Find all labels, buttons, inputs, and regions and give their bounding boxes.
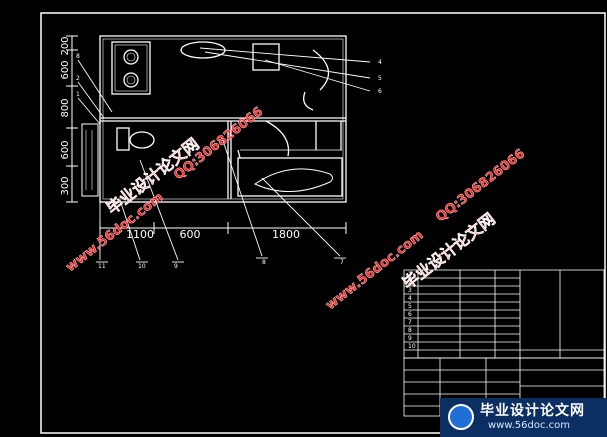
bathtub [237, 157, 343, 197]
callout-2: 2 [76, 75, 80, 82]
site-banner[interactable]: 毕业设计论文网 www.56doc.com [440, 398, 607, 437]
parts-row-number: 6 [408, 311, 412, 318]
site-logo-icon [448, 404, 474, 430]
parts-row-number: 9 [408, 335, 412, 342]
callout-1: 1 [76, 91, 80, 98]
banner-url: www.56doc.com [488, 420, 571, 431]
callout-8-bottom: 8 [262, 259, 266, 266]
parts-list-table [403, 269, 605, 359]
dim-left-3: 800 [60, 98, 71, 117]
toilet-bowl [129, 131, 155, 149]
washing-machine [111, 41, 151, 95]
sheet-frame [40, 12, 606, 434]
dim-bottom-2: 600 [180, 228, 201, 241]
parts-row-number: 1 [408, 271, 412, 278]
callout-10: 10 [138, 263, 146, 270]
parts-row-number: 7 [408, 319, 412, 326]
dim-left-4: 600 [60, 140, 71, 159]
parts-row-number: 10 [408, 343, 416, 350]
callout-8-left: 8 [76, 53, 80, 60]
parts-row-number: 3 [408, 287, 412, 294]
leader-lines [77, 47, 371, 263]
wash-basin [180, 41, 226, 59]
callout-9: 9 [174, 263, 178, 270]
parts-row-number: 2 [408, 279, 412, 286]
watermarks: 毕业设计论文网 www.56doc.com QQ:306826066 QQ:30… [63, 104, 528, 313]
dim-left-1: 200 [60, 36, 71, 55]
left-dimension-chain [66, 35, 78, 203]
parts-row-number: 5 [408, 303, 412, 310]
shelf [252, 43, 280, 71]
callout-6: 6 [378, 88, 382, 95]
dim-bottom-3: 1800 [272, 228, 300, 241]
watermark-site-cn-2: 毕业设计论文网 [399, 209, 499, 293]
toilet-tank [116, 127, 130, 151]
dim-left-2: 600 [60, 60, 71, 79]
callout-11: 11 [98, 263, 106, 270]
callout-5: 5 [378, 75, 382, 82]
parts-row-number: 4 [408, 295, 412, 302]
dim-left-5: 300 [60, 176, 71, 195]
banner-title: 毕业设计论文网 [480, 403, 585, 419]
callout-7: 7 [340, 259, 344, 266]
callout-4: 4 [378, 59, 382, 66]
floor-plan [81, 35, 347, 203]
parts-row-number: 8 [408, 327, 412, 334]
